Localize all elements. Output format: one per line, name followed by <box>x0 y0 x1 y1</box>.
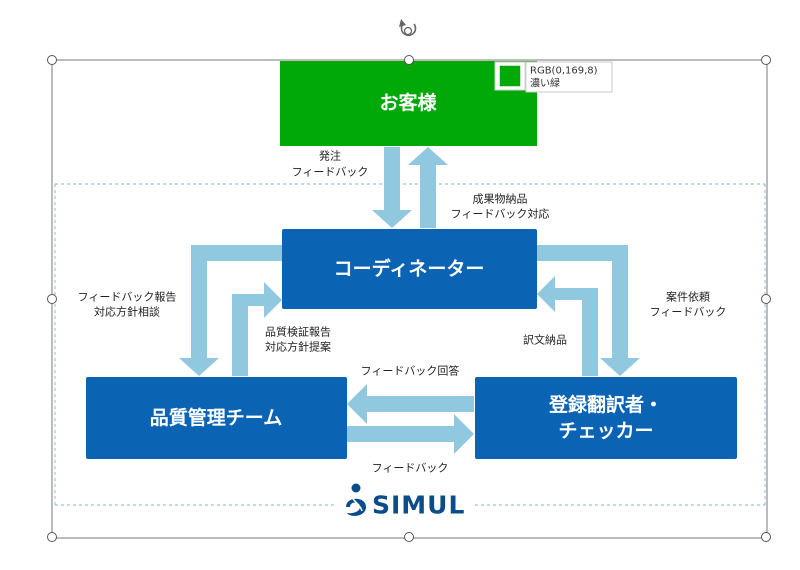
node-customer[interactable]: お客様 <box>280 61 537 146</box>
label-order: 発注 フィードバック <box>292 149 369 179</box>
label-order-line1: 発注 <box>319 149 341 163</box>
arrow-deliverable-up <box>408 147 448 228</box>
label-fb-report-line2: 対応方針相談 <box>94 305 160 319</box>
label-fb-reply: フィードバック回答 <box>361 364 460 378</box>
color-tooltip-rgb: RGB(0,169,8) <box>530 66 598 77</box>
node-customer-label: お客様 <box>379 91 437 114</box>
node-translator-label-line2: チェッカー <box>558 420 653 442</box>
resize-handle-bottom-right[interactable] <box>761 532 771 542</box>
arrow-order-down <box>372 147 412 228</box>
resize-handle-top-middle[interactable] <box>404 55 414 65</box>
arrow-feedback-right <box>347 414 474 454</box>
arrow-request-to-translator <box>537 245 640 376</box>
node-qc-team[interactable]: 品質管理チーム <box>86 377 347 459</box>
arrow-qc-report-to-coordinator <box>216 282 282 376</box>
label-fb-report: フィードバック報告 対応方針相談 <box>78 291 177 319</box>
label-qc-report-line1: 品質検証報告 <box>265 325 331 339</box>
label-qc-report-line2: 対応方針提案 <box>265 340 331 354</box>
label-translation-delivery: 訳文納品 <box>523 333 567 347</box>
resize-handle-middle-left[interactable] <box>47 294 57 304</box>
arrows <box>179 147 640 454</box>
resize-handle-bottom-middle[interactable] <box>404 532 414 542</box>
selection-handles <box>47 55 771 542</box>
resize-handle-top-right[interactable] <box>761 55 771 65</box>
label-fb-report-line1: フィードバック報告 <box>78 291 177 304</box>
color-tooltip-name: 濃い緑 <box>530 77 560 90</box>
resize-handle-top-left[interactable] <box>47 55 57 65</box>
arrow-translation-to-coordinator <box>537 276 598 376</box>
node-coordinator-label: コーディネーター <box>334 257 485 280</box>
label-qc-report: 品質検証報告 対応方針提案 <box>265 325 331 354</box>
simul-logo-text: SIMUL <box>372 491 465 520</box>
simul-logo-icon <box>346 483 366 516</box>
color-tooltip: RGB(0,169,8) 濃い緑 <box>494 61 613 93</box>
label-deliverable: 成果物納品 フィードバック対応 <box>451 192 550 221</box>
label-deliverable-line2: フィードバック対応 <box>451 207 550 221</box>
label-order-line2: フィードバック <box>292 166 369 179</box>
node-translator-label-line1: 登録翻訳者・ <box>548 393 663 416</box>
node-translator[interactable]: 登録翻訳者・ チェッカー <box>475 377 737 459</box>
rotate-handle-icon[interactable] <box>399 19 417 37</box>
label-deliverable-line1: 成果物納品 <box>473 192 528 206</box>
arrow-fb-reply-left <box>347 384 474 424</box>
label-request-line2: フィードバック <box>650 306 727 319</box>
label-request-line1: 案件依頼 <box>666 290 710 304</box>
label-feedback: フィードバック <box>372 462 449 475</box>
simul-logo: SIMUL <box>335 483 475 522</box>
resize-handle-bottom-left[interactable] <box>47 532 57 542</box>
node-coordinator[interactable]: コーディネーター <box>282 229 537 309</box>
arrow-fb-report-to-qc <box>179 245 282 376</box>
color-swatch <box>498 64 522 88</box>
node-qc-team-label: 品質管理チーム <box>150 406 282 429</box>
resize-handle-middle-right[interactable] <box>761 294 771 304</box>
label-request: 案件依頼 フィードバック <box>650 290 727 319</box>
